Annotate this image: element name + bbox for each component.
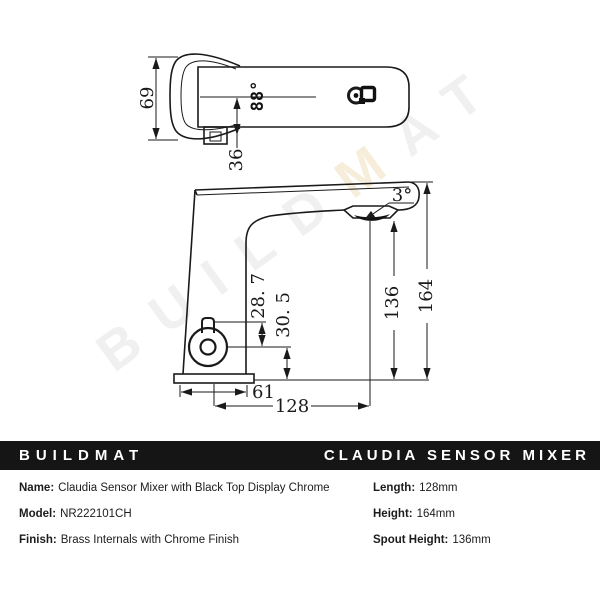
svg-text:61: 61	[252, 382, 275, 403]
spec-spout-height: Spout Height:136mm	[373, 534, 588, 546]
dimension-3-degrees: 3°	[363, 185, 414, 221]
spec-name: Name:Claudia Sensor Mixer with Black Top…	[19, 482, 364, 494]
spec-value: Brass Internals with Chrome Finish	[60, 534, 240, 546]
brand-name: BUILDMAT	[19, 447, 145, 464]
svg-text:3°: 3°	[392, 185, 412, 206]
spec-label: Spout Height:	[373, 534, 449, 546]
dimension-36: 36	[226, 98, 247, 171]
svg-text:69: 69	[137, 87, 158, 110]
spec-value: 136mm	[452, 534, 491, 546]
spec-finish: Finish:Brass Internals with Chrome Finis…	[19, 534, 364, 546]
spec-label: Name:	[19, 482, 55, 494]
temperature-display: 88°	[248, 81, 268, 112]
dimension-61: 61	[179, 382, 275, 403]
faucet-technical-drawing: 88° 69 36	[137, 53, 437, 417]
spec-label: Finish:	[19, 534, 57, 546]
spec-column-left: Name:Claudia Sensor Mixer with Black Top…	[19, 482, 364, 546]
dimension-164: 164	[411, 181, 437, 379]
spec-model: Model:NR222101CH	[19, 508, 364, 520]
spec-label: Length:	[373, 482, 416, 494]
faucet-top-view: 88° 69 36	[137, 53, 410, 171]
sensor-window	[187, 317, 229, 368]
faucet-side-view: 28. 7 30. 5 61 128	[173, 181, 437, 417]
spec-value: Claudia Sensor Mixer with Black Top Disp…	[58, 482, 330, 494]
dimension-28-7: 28. 7	[248, 273, 269, 346]
spec-value: NR222101CH	[60, 508, 132, 520]
spec-column-right: Length:128mm Height:164mm Spout Height:1…	[373, 482, 588, 546]
dimension-30-5: 30. 5	[273, 292, 294, 379]
spec-value: 128mm	[419, 482, 458, 494]
svg-text:128: 128	[275, 396, 309, 417]
spec-value: 164mm	[416, 508, 455, 520]
svg-text:164: 164	[416, 279, 437, 313]
dimension-128: 128	[213, 384, 369, 417]
spec-length: Length:128mm	[373, 482, 588, 494]
spec-height: Height:164mm	[373, 508, 588, 520]
svg-text:28. 7: 28. 7	[248, 273, 269, 319]
spec-label: Height:	[373, 508, 413, 520]
svg-text:136: 136	[382, 286, 403, 320]
product-title: CLAUDIA SENSOR MIXER	[323, 447, 590, 464]
footer-title-bar: BUILDMAT CLAUDIA SENSOR MIXER	[0, 441, 600, 470]
dimension-69: 69	[137, 56, 178, 141]
svg-text:36: 36	[226, 149, 247, 172]
spec-label: Model:	[19, 508, 57, 520]
svg-text:30. 5: 30. 5	[273, 292, 294, 338]
sensor-icon	[347, 85, 377, 105]
dimension-136: 136	[382, 221, 403, 379]
